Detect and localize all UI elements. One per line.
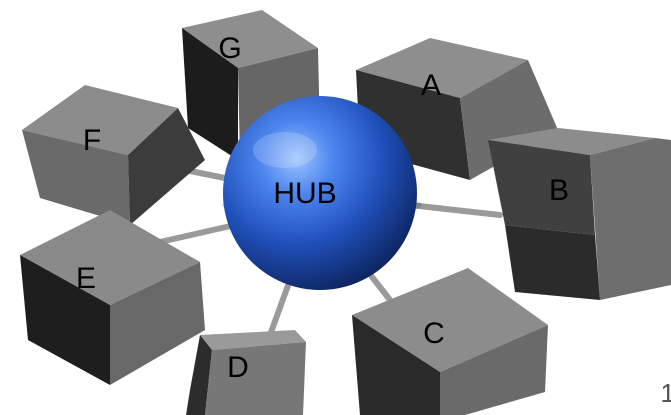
hub-sphere: [222, 96, 422, 290]
node-box-e: [20, 210, 205, 385]
node-box-c: [352, 268, 548, 415]
node-label-a: A: [421, 69, 441, 102]
node-box-f: [22, 85, 205, 225]
node-label-c: C: [423, 317, 445, 350]
node-label-b: B: [549, 174, 569, 207]
node-label-g: G: [218, 32, 241, 65]
connector-e: [157, 222, 238, 245]
hub-label: HUB: [273, 177, 336, 210]
node-box-d: [186, 330, 306, 415]
connector-b: [407, 202, 503, 218]
node-label-e: E: [76, 262, 96, 295]
node-box-b: [488, 128, 671, 300]
node-label-f: F: [83, 124, 101, 157]
page-number: 1: [660, 378, 671, 408]
node-label-d: D: [227, 351, 249, 384]
